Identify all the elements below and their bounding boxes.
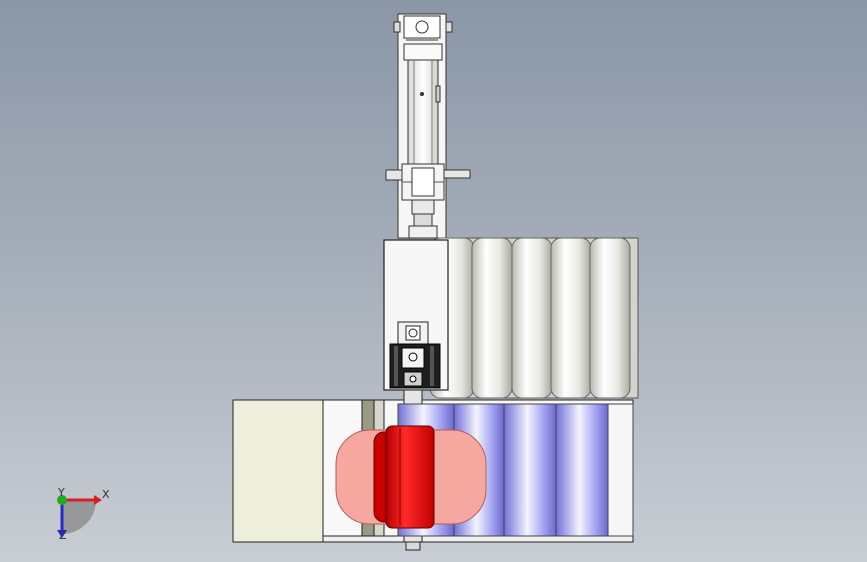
z-axis-label: Z [59,529,67,542]
red-drive-roller[interactable] [373,425,435,529]
servo-motor[interactable] [389,321,441,389]
roller-stack-upper[interactable] [429,237,639,399]
y-axis-dot [57,495,67,505]
cylinder-actuator[interactable] [385,13,471,239]
coordinate-triad [57,495,102,538]
x-axis-label: X [102,488,110,501]
y-axis-label: Y [58,486,65,499]
cream-panel [232,399,324,543]
